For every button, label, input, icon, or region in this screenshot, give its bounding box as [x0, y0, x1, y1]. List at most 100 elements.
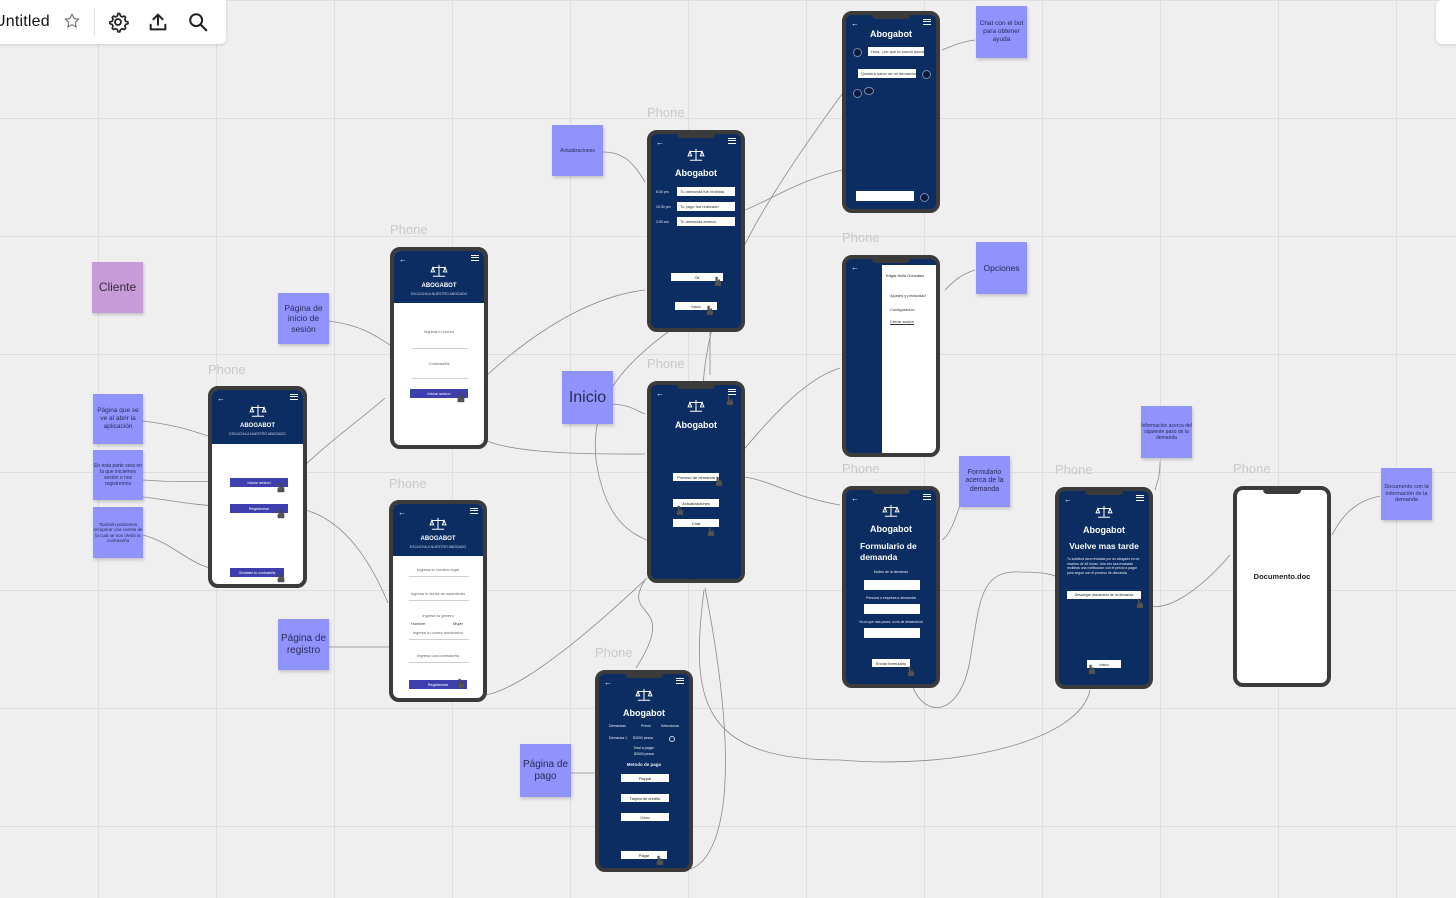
- updates-home-button[interactable]: Inicio: [675, 302, 717, 310]
- board-title[interactable]: Untitled: [0, 13, 50, 30]
- email-field[interactable]: Ingresa tu correo electrónico: [412, 630, 464, 635]
- back-arrow-icon[interactable]: ←: [399, 255, 407, 264]
- chat-button[interactable]: Chat: [673, 519, 719, 527]
- form-submit-button[interactable]: Enviar formulario: [872, 659, 910, 667]
- back-arrow-icon[interactable]: ←: [398, 508, 406, 517]
- scale-logo-icon: [1095, 505, 1113, 518]
- update-time: 8:30 pm: [656, 190, 669, 194]
- app-title: Abogabot: [870, 29, 912, 39]
- menu-icon[interactable]: [470, 508, 478, 514]
- user-name: Edgar Avila Gonzalez: [886, 273, 925, 278]
- update-item[interactable]: Tu demanda fue recibida: [677, 187, 735, 196]
- phone-splash: ← ABOGABOT ESCUCHA A NUESTRO ABOGADO Ini…: [208, 386, 307, 588]
- option-settings[interactable]: Configuración: [890, 307, 915, 312]
- phone-form: ← Abogabot Formulario de demanda Motivo …: [842, 486, 940, 688]
- search-icon[interactable]: [187, 11, 209, 33]
- updates-ok-button[interactable]: Ok: [671, 273, 723, 281]
- password-field[interactable]: Ingresa una contraseña: [416, 653, 460, 658]
- back-arrow-icon[interactable]: ←: [656, 389, 664, 398]
- select-radio[interactable]: [669, 736, 675, 742]
- sticky-parte-inicio[interactable]: En esta parte sera en la que iniciemos s…: [93, 450, 143, 500]
- demand-process-button[interactable]: Proceso de demanda: [673, 473, 719, 481]
- sticky-pago[interactable]: Página de pago: [520, 744, 571, 797]
- hand-cursor-icon: [715, 476, 723, 487]
- sticky-actualizaciones[interactable]: Actualizaciones: [552, 125, 603, 176]
- forgot-password-button[interactable]: Olvidaste tu contraseña: [230, 568, 284, 577]
- gender-option-hombre[interactable]: Hombre: [411, 621, 426, 626]
- scale-logo-icon: [248, 404, 267, 417]
- credit-card-option[interactable]: Tarjeta de credito: [621, 794, 669, 802]
- app-title: Abogabot: [870, 524, 912, 534]
- phone-label: Phone: [390, 222, 428, 237]
- sticky-documento[interactable]: Documento con la información de la deman…: [1381, 468, 1432, 520]
- login-submit-button[interactable]: Iniciar sesion: [410, 389, 468, 398]
- table-header: Seleccionar: [661, 724, 680, 728]
- sticky-inicio-sesion[interactable]: Página de inicio de sesión: [278, 293, 329, 344]
- sticky-opciones[interactable]: Opciones: [976, 242, 1027, 294]
- email-field[interactable]: Ingresa tu correo: [423, 329, 455, 334]
- menu-icon[interactable]: [923, 19, 931, 25]
- sticky-info-paso[interactable]: Información acerca del siguiente paso de…: [1141, 406, 1192, 458]
- register-submit-button[interactable]: Registrarse: [409, 680, 467, 689]
- update-item[interactable]: Tu demanda avanzo: [677, 217, 735, 226]
- menu-icon[interactable]: [728, 389, 736, 395]
- menu-icon[interactable]: [1136, 495, 1144, 501]
- password-field[interactable]: Contraseña: [428, 361, 450, 366]
- menu-icon[interactable]: [923, 494, 931, 500]
- side-panel-tab[interactable]: [1436, 0, 1456, 44]
- menu-icon[interactable]: [728, 138, 736, 144]
- app-title: Abogabot: [675, 420, 717, 430]
- hand-cursor-icon: [676, 505, 684, 516]
- update-item[interactable]: Tu pago fue realizado: [677, 202, 735, 211]
- menu-icon[interactable]: [471, 255, 479, 261]
- options-drawer: Edgar Avila Gonzalez Ajustes y privacida…: [882, 265, 936, 453]
- form-input[interactable]: [864, 604, 920, 614]
- pay-button[interactable]: Pagar: [621, 851, 667, 859]
- paypal-option[interactable]: Paypal: [621, 774, 669, 782]
- birthdate-field[interactable]: Ingresa tu fecha de nacimiento: [410, 591, 466, 596]
- back-arrow-icon[interactable]: ←: [604, 678, 612, 687]
- option-privacy[interactable]: Ajustes y privacidad: [890, 293, 926, 298]
- hand-cursor-icon: [706, 305, 714, 316]
- name-field[interactable]: Ingresa tu nombre legal: [416, 567, 460, 572]
- register-button[interactable]: Registrarse: [230, 504, 288, 513]
- send-icon[interactable]: [920, 193, 929, 202]
- phone-notch: [625, 674, 663, 678]
- gender-option-mujer[interactable]: Mujer: [453, 621, 464, 626]
- sticky-cliente[interactable]: Cliente: [92, 262, 143, 313]
- oxxo-option[interactable]: Oxxo: [621, 813, 669, 821]
- back-arrow-icon[interactable]: ←: [656, 138, 664, 147]
- splash-header: ← ABOGABOT ESCUCHA A NUESTRO ABOGADO: [212, 390, 303, 444]
- menu-icon[interactable]: [676, 678, 684, 684]
- back-arrow-icon[interactable]: ←: [1064, 495, 1072, 504]
- back-arrow-icon[interactable]: ←: [851, 263, 859, 272]
- login-button[interactable]: Iniciar sesion: [230, 478, 288, 487]
- back-arrow-icon[interactable]: ←: [851, 19, 859, 28]
- phone-home: ← Abogabot Proceso de demanda Actualizac…: [647, 381, 745, 583]
- back-arrow-icon[interactable]: ←: [217, 394, 225, 403]
- upload-icon[interactable]: [147, 11, 169, 33]
- sticky-chat[interactable]: Chat con el bot para obtener ayuda: [976, 6, 1027, 58]
- sticky-registro[interactable]: Página de registro: [278, 619, 329, 670]
- later-home-button[interactable]: Inicio: [1087, 660, 1121, 668]
- form-input[interactable]: [864, 580, 920, 590]
- phone-payment: ← Abogabot Demandas Precio Seleccionar D…: [595, 670, 693, 872]
- option-logout[interactable]: Cerrar sesión: [890, 319, 915, 324]
- sticky-pagina-abrir[interactable]: Página que se ve al abrir la aplicación: [93, 394, 143, 444]
- gear-icon[interactable]: [107, 11, 129, 33]
- later-title: Vuelve mas tarde: [1069, 541, 1139, 551]
- sticky-recuperar[interactable]: También podremos recuperar una cuenta de…: [93, 507, 143, 558]
- menu-icon[interactable]: [290, 394, 298, 400]
- phone-label: Phone: [389, 476, 427, 491]
- star-icon[interactable]: [63, 12, 81, 30]
- phone-chat: ← Abogabot Hola, ¿en que te puedo ayudar…: [842, 11, 940, 213]
- sticky-formulario[interactable]: Formulario acerca de la demanda: [959, 456, 1010, 507]
- total-label: Total a pagar:: [633, 746, 655, 750]
- updates-button[interactable]: Actualizaciones: [673, 499, 719, 507]
- back-arrow-icon[interactable]: ←: [851, 494, 859, 503]
- form-input[interactable]: [864, 628, 920, 638]
- download-document-button[interactable]: Descargar documento de la demanda: [1067, 591, 1141, 599]
- chat-input[interactable]: [856, 191, 914, 201]
- phone-updates: ← Abogabot 8:30 pm Tu demanda fue recibi…: [647, 130, 745, 332]
- sticky-inicio[interactable]: Inicio: [562, 371, 613, 424]
